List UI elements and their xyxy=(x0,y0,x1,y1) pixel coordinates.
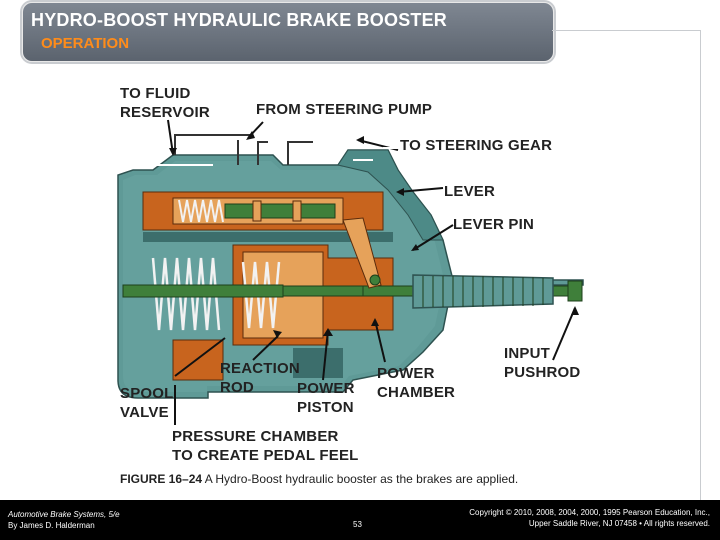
label-lever-pin: LEVER PIN xyxy=(453,216,534,233)
label-power-piston: POWER PISTON xyxy=(297,380,355,416)
footer-copyright: Copyright © 2010, 2008, 2004, 2000, 1995… xyxy=(469,507,710,529)
label-to-steering-gear: TO STEERING GEAR xyxy=(400,137,553,154)
slide-subtitle: OPERATION xyxy=(41,35,130,52)
reaction-rod xyxy=(282,285,364,297)
slide-title: HYDRO-BOOST HYDRAULIC BRAKE BOOSTER xyxy=(31,10,448,30)
right-rule xyxy=(700,30,701,510)
footer-book-info: Automotive Brake Systems, 5/e By James D… xyxy=(8,509,120,531)
lever-pin xyxy=(369,274,381,286)
title-bar xyxy=(22,2,554,62)
label-power-chamber: POWER CHAMBER xyxy=(377,365,456,401)
label-from-steering-pump: FROM STEERING PUMP xyxy=(256,101,433,118)
booster-diagram: TO FLUID RESERVOIR FROM STEERING PUMP TO… xyxy=(113,80,605,465)
footer-bar: Automotive Brake Systems, 5/e By James D… xyxy=(0,500,720,540)
figure-caption: FIGURE 16–24 A Hydro-Boost hydraulic boo… xyxy=(120,472,518,486)
figure-caption-text: A Hydro-Boost hydraulic booster as the b… xyxy=(202,472,519,486)
arrow-heads xyxy=(169,131,579,338)
label-lever: LEVER xyxy=(444,183,496,200)
footer-copyright-line-1: Copyright © 2010, 2008, 2004, 2000, 1995… xyxy=(469,508,710,517)
label-spool-valve: SPOOL VALVE xyxy=(120,385,174,421)
footer-page-number: 53 xyxy=(353,520,362,529)
flow-arrows xyxy=(143,147,413,166)
label-to-fluid-reservoir: TO FLUID RESERVOIR xyxy=(120,85,210,121)
lever xyxy=(342,217,382,289)
figure-number: FIGURE 16–24 xyxy=(120,472,203,486)
output-pushrod xyxy=(122,284,284,298)
label-input-pushrod: INPUT PUSHROD xyxy=(504,345,581,381)
footer-author: By James D. Halderman xyxy=(8,521,95,530)
footer-copyright-line-2: Upper Saddle River, NJ 07458 • All right… xyxy=(528,519,710,528)
booster-cutaway-illustration xyxy=(113,80,605,465)
label-reaction-rod: REACTION ROD xyxy=(220,360,300,396)
footer-book-title: Automotive Brake Systems, 5/e xyxy=(8,510,120,519)
spool-spring xyxy=(178,199,224,223)
title-rule xyxy=(552,30,700,31)
label-pressure-chamber: PRESSURE CHAMBER TO CREATE PEDAL FEEL xyxy=(172,428,359,464)
